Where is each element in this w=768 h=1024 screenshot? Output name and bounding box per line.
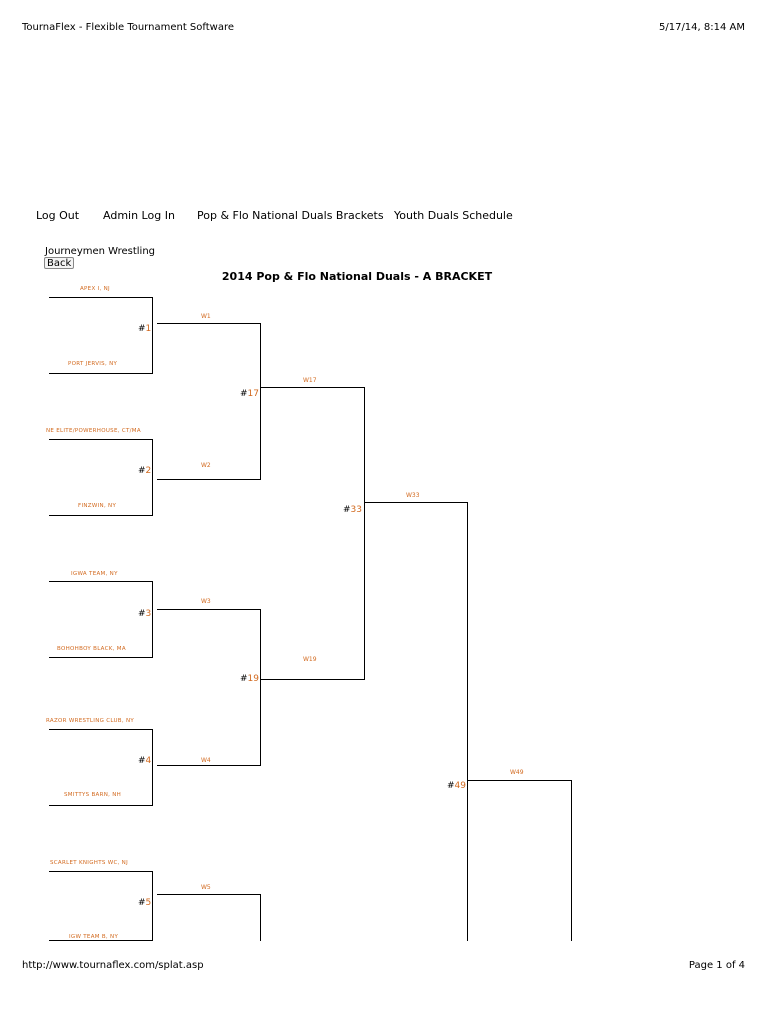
bracket-line [152,729,153,806]
match-number: #5 [138,898,152,908]
bracket-line [49,871,152,872]
bracket-line [152,581,153,658]
match-number: #4 [138,756,152,766]
winner-label: W4 [201,757,211,764]
bracket-line [467,502,468,941]
bracket-line [49,581,152,582]
bracket-line [49,297,152,298]
bracket-line [157,479,260,480]
bracket-line [468,780,571,781]
match-number: #19 [240,674,259,684]
bracket-line [157,323,260,324]
team-name: NE ELITE/POWERHOUSE, CT/MA [46,428,141,434]
winner-label: W2 [201,462,211,469]
nav-youth-duals-schedule[interactable]: Youth Duals Schedule [394,209,513,222]
bracket-line [49,657,152,658]
print-datetime: 5/17/14, 8:14 AM [658,22,745,33]
winner-label: W33 [406,492,420,499]
team-name: FINZWIN, NY [78,503,117,509]
bracket-line [157,609,260,610]
nav-log-out[interactable]: Log Out [36,209,80,222]
page-url: http://www.tournaflex.com/splat.asp [22,960,204,971]
bracket-line [157,894,260,895]
team-name: SCARLET KNIGHTS WC, NJ [50,860,129,866]
bracket-line [260,609,261,766]
bracket-line [49,515,152,516]
bracket-line [261,387,364,388]
team-name: BOHOHBOY BLACK, MA [57,646,126,652]
bracket-line [261,679,364,680]
bracket-line [49,373,152,374]
winner-label: W19 [303,656,317,663]
bracket-line [49,439,152,440]
match-number: #17 [240,389,259,399]
team-name: IGWA TEAM, NY [71,571,118,577]
team-name: RAZOR WRESTLING CLUB, NY [46,718,135,724]
match-number: #33 [343,505,362,515]
team-name: PORT JERVIS, NY [68,361,118,367]
winner-label: W5 [201,884,211,891]
team-name: IGW TEAM B, NY [69,934,119,940]
bracket-line [157,765,260,766]
match-number: #2 [138,466,152,476]
bracket-line [49,940,152,941]
match-number: #3 [138,609,152,619]
bracket-line [152,871,153,941]
bracket-line [571,780,572,941]
winner-label: W49 [510,769,524,776]
nav-admin-log-in[interactable]: Admin Log In [103,209,175,222]
bracket-line [152,439,153,516]
team-name: SMITTYS BARN, NH [64,792,122,798]
bracket-line [260,894,261,941]
winner-label: W17 [303,377,317,384]
back-button[interactable]: Back [44,257,75,269]
team-name: APEX I, NJ [80,286,110,292]
organization-name: Journeymen Wrestling [45,246,156,257]
page-title: TournaFlex - Flexible Tournament Softwar… [22,22,234,33]
match-number: #49 [447,781,466,791]
bracket-line [364,387,365,680]
bracket-title: 2014 Pop & Flo National Duals - A BRACKE… [221,270,493,283]
winner-label: W3 [201,598,211,605]
winner-label: W1 [201,313,211,320]
bracket-line [365,502,467,503]
page-indicator: Page 1 of 4 [688,960,745,971]
bracket-line [260,323,261,480]
nav-national-duals-brackets[interactable]: Pop & Flo National Duals Brackets [197,209,384,222]
match-number: #1 [138,324,152,334]
bracket-line [49,805,152,806]
bracket-line [152,297,153,374]
bracket-line [49,729,152,730]
